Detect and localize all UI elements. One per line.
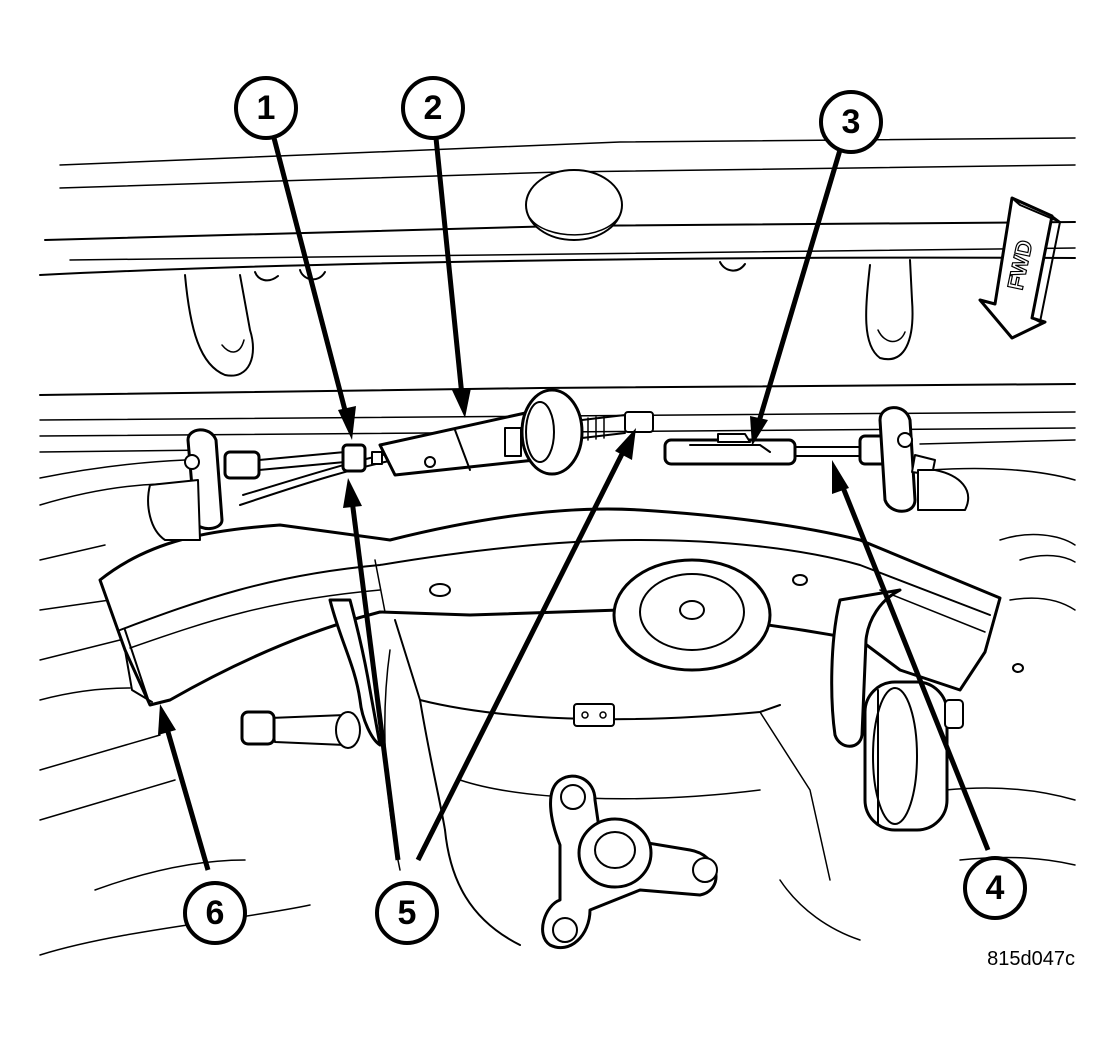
- floor-plug: [525, 169, 623, 241]
- arrow-3: [750, 149, 843, 446]
- arrow-1: [271, 137, 356, 440]
- callout-1: 1: [234, 76, 298, 140]
- svg-text:6: 6: [206, 894, 225, 932]
- callout-2: 2: [401, 76, 465, 140]
- leader-arrows: [158, 137, 991, 871]
- arrow-2: [433, 137, 471, 418]
- lower-floor-lines: [39, 533, 1076, 956]
- callout-3: 3: [819, 90, 883, 154]
- svg-text:4: 4: [986, 869, 1005, 907]
- spring-seat: [612, 558, 772, 672]
- arrow-5b: [415, 428, 636, 862]
- hub-flange: [541, 774, 718, 949]
- svg-text:2: 2: [424, 89, 443, 127]
- arrow-4: [832, 460, 991, 851]
- figure-code: 815d047c: [987, 948, 1075, 970]
- callout-5: 5: [375, 881, 439, 945]
- right-trailing-arm: [830, 588, 964, 832]
- forward-direction-indicator: FWD: [978, 196, 1061, 340]
- arrow-6: [158, 704, 211, 871]
- underbody-floor-pan: [39, 137, 1076, 506]
- svg-text:5: 5: [398, 894, 417, 932]
- rear-axle-beam: [98, 507, 1024, 707]
- parking-brake-cable: [147, 388, 970, 541]
- callouts: 1 2 3 4 5 6: [183, 76, 1027, 945]
- arrow-5a: [343, 478, 401, 861]
- callout-4: 4: [963, 856, 1027, 920]
- svg-text:1: 1: [257, 89, 276, 127]
- svg-text:3: 3: [842, 103, 861, 141]
- callout-6: 6: [183, 881, 247, 945]
- left-trailing-arm: [240, 598, 382, 749]
